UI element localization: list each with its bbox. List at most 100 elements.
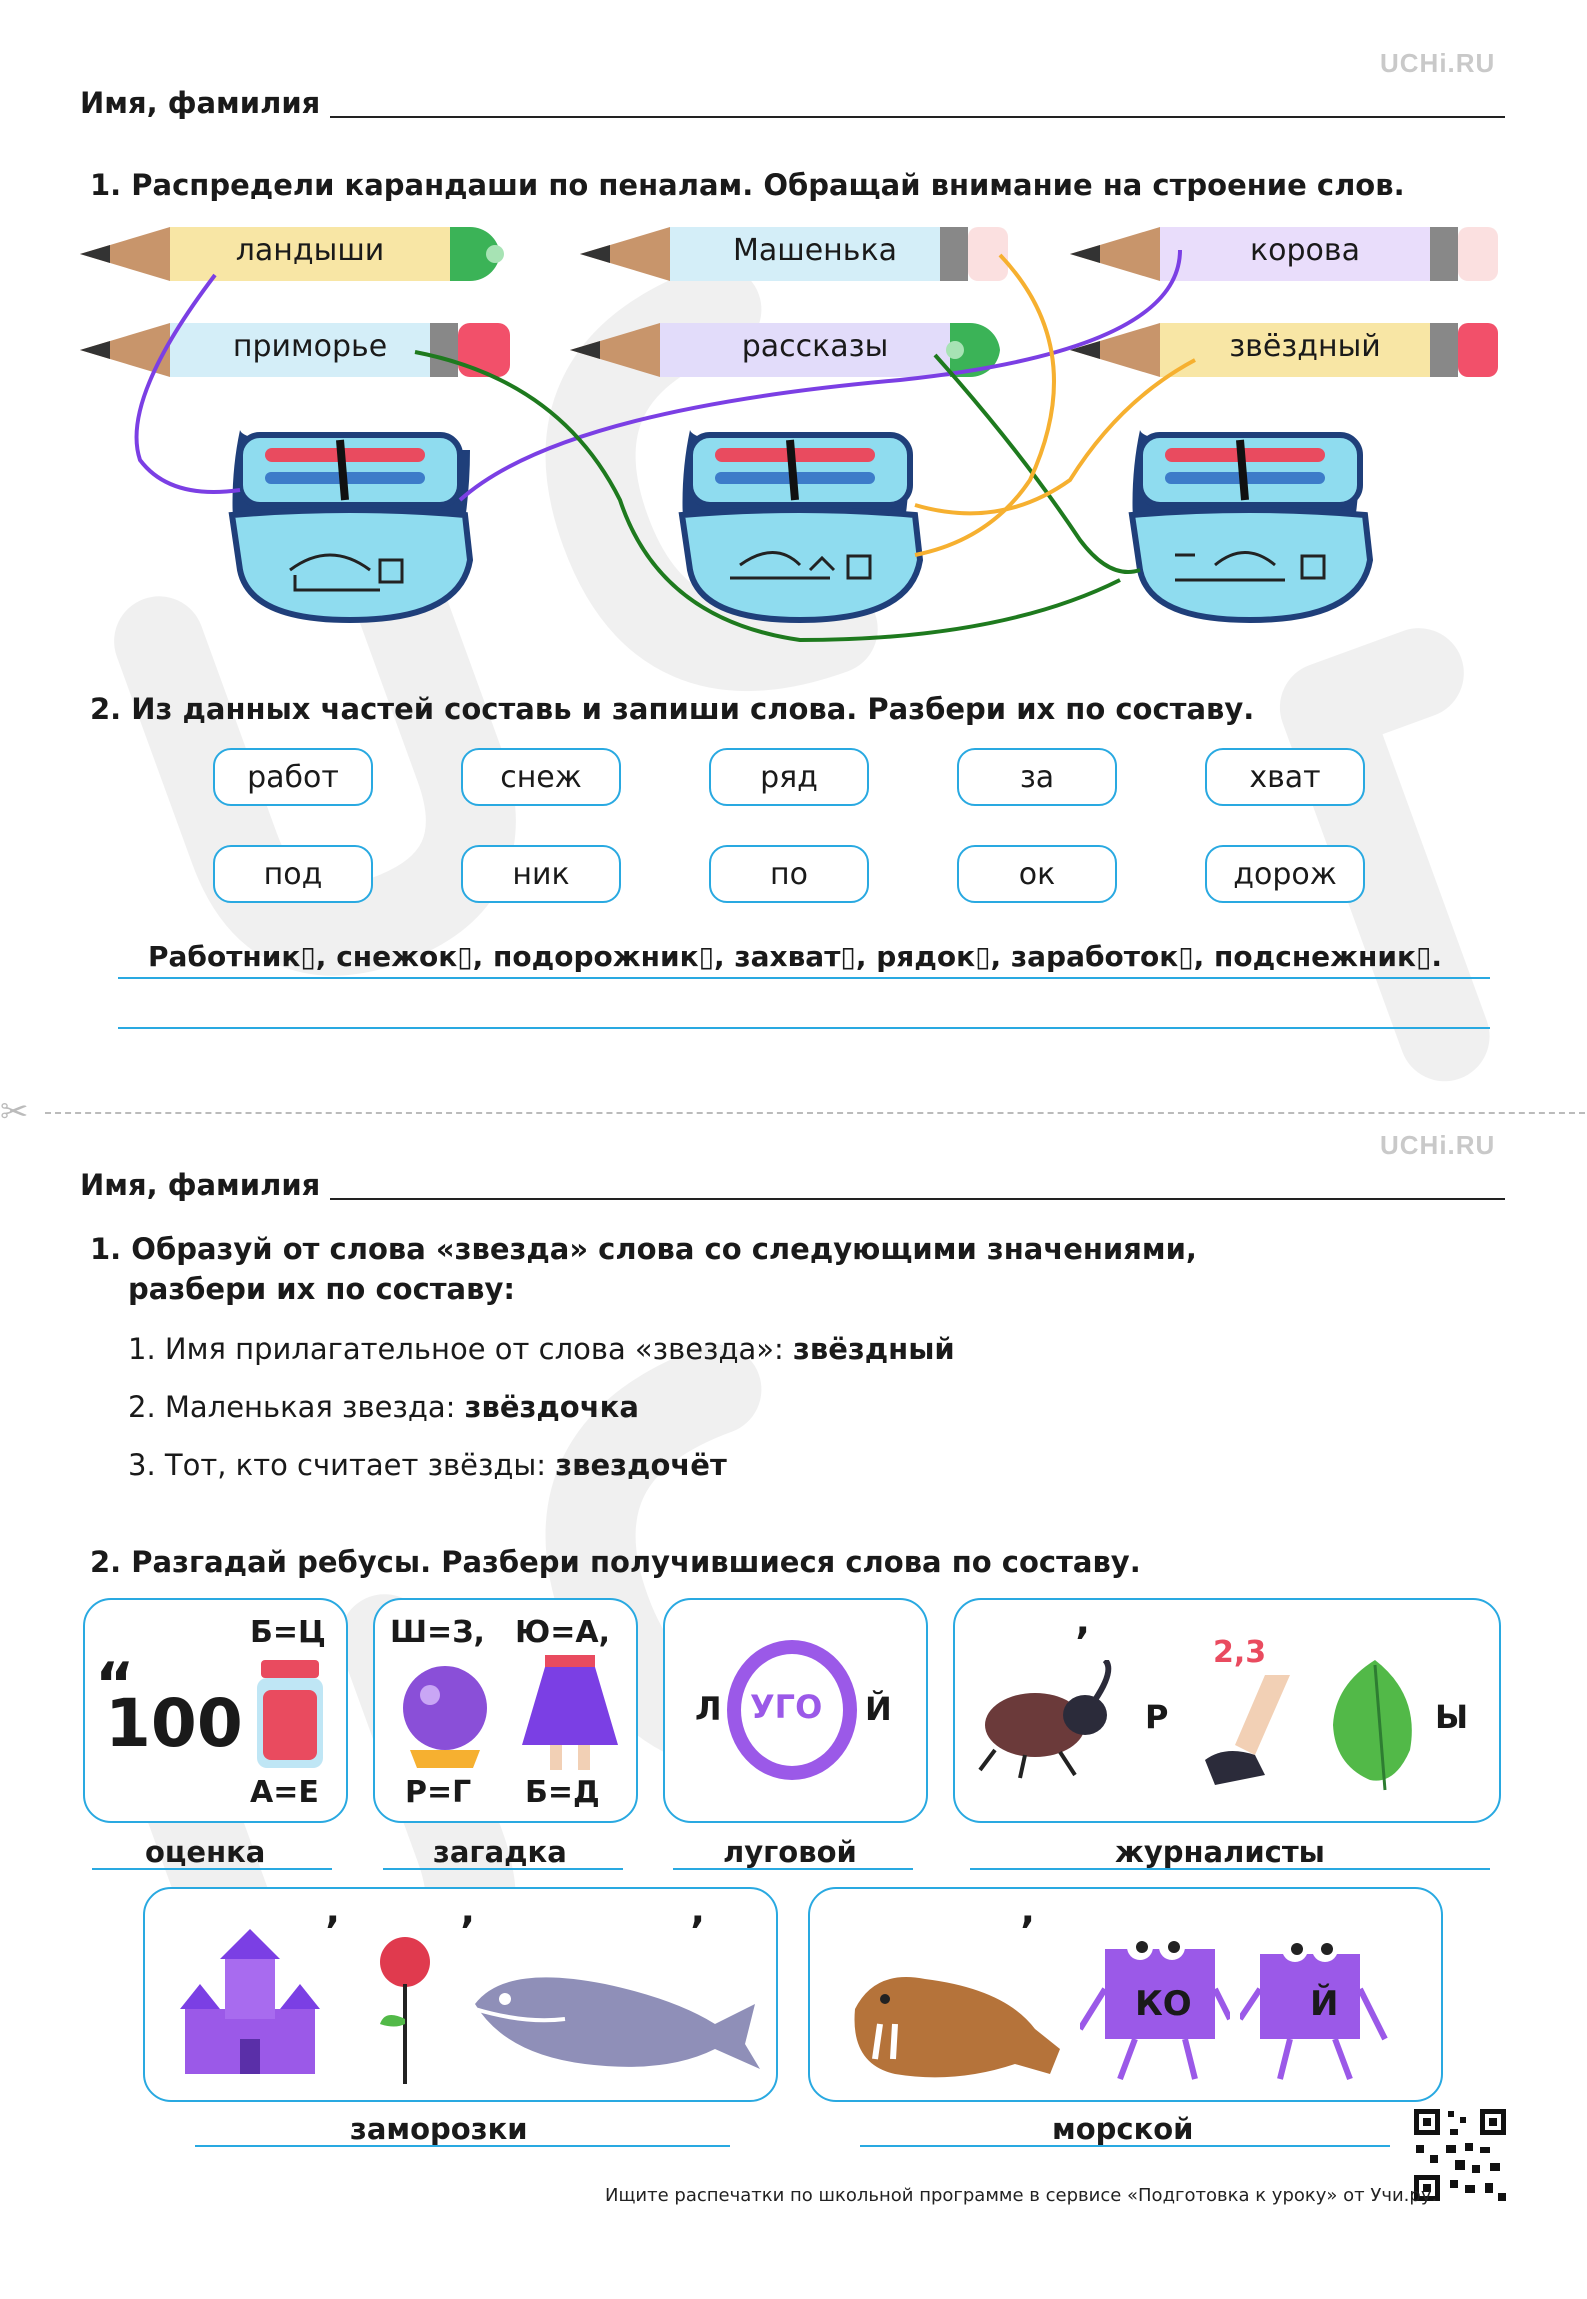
part-box[interactable]: по (709, 845, 869, 903)
rebus4-line (970, 1868, 1490, 1870)
pencil-label-6: звёздный (1229, 329, 1381, 364)
item-3-answer: звездочёт (555, 1448, 727, 1482)
accent-mark: ’ (1020, 1909, 1036, 1955)
task2-heading: 2. Разгадай ребусы. Разбери получившиеся… (90, 1545, 1141, 1579)
rebus2-top-left: Ш=З, (390, 1615, 485, 1650)
name-line (330, 116, 1505, 118)
pencil-case-3[interactable] (1128, 430, 1374, 624)
walrus-icon (854, 1977, 1060, 2078)
rebus4-r: Р (1145, 1698, 1169, 1736)
leaf-icon (1333, 1660, 1412, 1791)
qr-code-icon (1410, 2105, 1510, 2205)
jam-jar-icon (257, 1660, 323, 1768)
rebus3-left: Л (695, 1690, 722, 1728)
part-box[interactable]: работ (213, 748, 373, 806)
rebus2-bottom-right: Б=Д (525, 1775, 600, 1810)
accent-mark: ’ (460, 1909, 476, 1955)
pencil-4[interactable] (80, 323, 510, 377)
pencil-6[interactable] (1070, 323, 1498, 377)
rebus2-answer: загадка (433, 1835, 567, 1869)
rebus3-answer: луговой (723, 1835, 857, 1869)
footer-text: Ищите распечатки по школьной программе в… (605, 2185, 1438, 2206)
rebus1-bottom: А=Е (250, 1775, 319, 1810)
rebus4-y: Ы (1435, 1698, 1469, 1736)
part-box[interactable]: ряд (709, 748, 869, 806)
pencil-label-3: корова (1250, 233, 1360, 268)
rebus-card-4: ’ Р 2,3 Ы (953, 1598, 1501, 1823)
pencil-label-1: ландыши (235, 233, 385, 268)
item-1-label: 1. Имя прилагательное от слова «звезда»: (128, 1332, 794, 1366)
pencil-case-2[interactable] (678, 430, 924, 624)
part-box[interactable]: за (957, 748, 1117, 806)
rebus6-ko: КО (1135, 1984, 1192, 2024)
part-box[interactable]: снеж (461, 748, 621, 806)
rose-icon (380, 1937, 430, 2084)
letter-character-ko-icon (1080, 1934, 1230, 2081)
link-rasskazy (933, 353, 1141, 574)
rebus5-line (195, 2145, 730, 2147)
item-2: 2. Маленькая звезда: звёздочка (128, 1390, 639, 1424)
answer-line-1 (118, 977, 1490, 979)
link-korova (458, 249, 1182, 502)
part-box[interactable]: ник (461, 845, 621, 903)
link-primorye (414, 350, 1121, 643)
task1-heading: 1. Образуй от слова «звезда» слова со сл… (90, 1232, 1197, 1266)
name-label: Имя, фамилия (80, 1168, 321, 1202)
whale-icon (474, 1977, 760, 2069)
letter-character-iy-icon (1240, 1936, 1388, 2081)
rebus3-right: Й (865, 1690, 892, 1728)
rebus5-answer: заморозки (350, 2112, 528, 2146)
rebus-card-6: ’ КО Й (808, 1887, 1443, 2102)
rebus4-answer: журналисты (1115, 1835, 1325, 1869)
leg-icon (1205, 1675, 1290, 1785)
pencil-label-4: приморье (232, 329, 388, 364)
logo: UCHi.RU (1380, 48, 1496, 78)
accent-mark: ’ (325, 1909, 341, 1955)
rebus-card-2: Ш=З, Ю=А, Р=Г Б=Д (373, 1598, 638, 1823)
item-2-answer: звёздочка (464, 1390, 639, 1424)
quote-mark: “ (95, 1650, 135, 1720)
rebus6-line (860, 2145, 1390, 2147)
pencil-5[interactable] (570, 322, 1000, 378)
part-box[interactable]: хват (1205, 748, 1365, 806)
rebus-card-1: 100 “ Б=Ц А=Е (83, 1598, 348, 1823)
link-zvezdny (914, 358, 1196, 516)
rebus2-top-right: Ю=А, (515, 1615, 610, 1650)
part-box[interactable]: ок (957, 845, 1117, 903)
rebus-card-3: Л УГО Й (663, 1598, 928, 1823)
cut-line (45, 1112, 1585, 1114)
pencil-3[interactable] (1070, 227, 1498, 281)
item-2-label: 2. Маленькая звезда: (128, 1390, 465, 1424)
item-3-label: 3. Тот, кто считает звёзды: (128, 1448, 556, 1482)
rebus6-answer: морской (1052, 2112, 1194, 2146)
pencil-2[interactable] (580, 227, 1008, 281)
rebus2-bottom-left: Р=Г (405, 1775, 472, 1810)
answer-line-2 (118, 1027, 1490, 1029)
rebus1-top: Б=Ц (250, 1615, 326, 1650)
name-label: Имя, фамилия (80, 86, 321, 120)
part-box[interactable]: дорож (1205, 845, 1365, 903)
item-3: 3. Тот, кто считает звёзды: звездочёт (128, 1448, 727, 1482)
rebus1-answer: оценка (145, 1835, 266, 1869)
skirt-icon (522, 1655, 618, 1770)
scissors-icon: ✂ (0, 1092, 29, 1132)
task2-heading: 2. Из данных частей составь и запиши сло… (90, 692, 1255, 726)
pencil-case-1[interactable] (228, 430, 474, 624)
task1-heading-line2: разбери их по составу: (128, 1272, 515, 1306)
beetle-icon (978, 1660, 1112, 1779)
accent-mark: ’ (690, 1909, 706, 1955)
crystal-ball-icon (403, 1666, 487, 1768)
link-mashenka (914, 253, 1056, 557)
rebus1-number: 100 (105, 1685, 243, 1762)
pencil-1[interactable] (80, 226, 504, 282)
item-1-answer: звёздный (793, 1332, 955, 1366)
rebus3-line (673, 1868, 913, 1870)
rebus-card-5: ’ ’ ’ (143, 1887, 778, 2102)
task1-heading: 1. Распредели карандаши по пеналам. Обра… (90, 168, 1405, 202)
pencil-label-2: Машенька (733, 233, 897, 268)
part-box[interactable]: под (213, 845, 373, 903)
rebus3-inner: УГО (750, 1688, 823, 1726)
pencil-label-5: рассказы (741, 329, 889, 364)
name-line (330, 1198, 1505, 1200)
task2-answer: Работник▯, снежок▯, подорожник▯, захват▯… (148, 940, 1443, 973)
